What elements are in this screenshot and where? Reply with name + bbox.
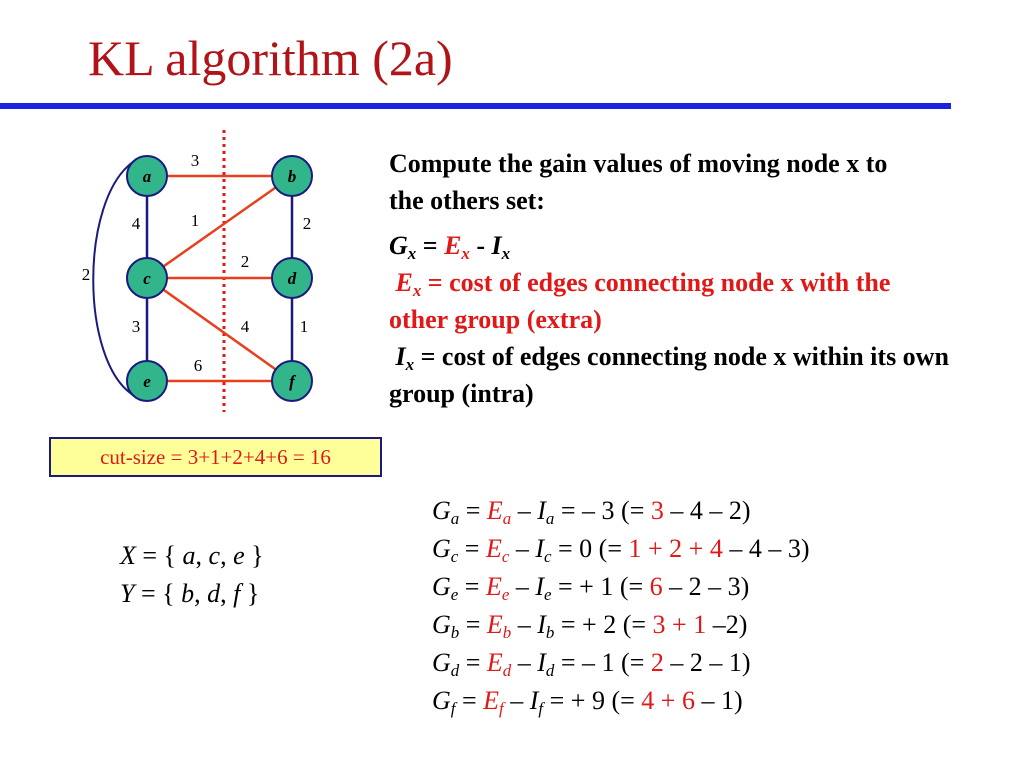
weight-b-d: 2 bbox=[303, 214, 312, 233]
edge-a-e bbox=[92, 161, 134, 396]
ix-definition: Ix = cost of edges connecting node x wit… bbox=[389, 342, 949, 408]
weight-e-f: 6 bbox=[194, 356, 203, 375]
intro-text: Compute the gain values of moving node x… bbox=[389, 149, 888, 215]
gain-description: Compute the gain values of moving node x… bbox=[389, 145, 949, 412]
weight-c-d: 2 bbox=[241, 252, 250, 271]
set-x: X = { a, c, e } bbox=[120, 541, 264, 570]
slide-title: KL algorithm (2a) bbox=[88, 30, 453, 86]
gain-list: Ga = Ea – Ia = – 3 (= 3 – 4 – 2) Gc = Ec … bbox=[432, 492, 810, 720]
cut-size-box: cut-size = 3+1+2+4+6 = 16 bbox=[49, 437, 382, 477]
ex-definition: Ex = cost of edges connecting node x wit… bbox=[389, 268, 891, 334]
weight-a-b: 3 bbox=[191, 151, 200, 170]
node-label-e: e bbox=[143, 372, 151, 391]
node-e bbox=[126, 360, 168, 402]
node-d bbox=[271, 257, 313, 299]
node-label-a: a bbox=[143, 167, 152, 186]
weight-d-f: 1 bbox=[300, 317, 309, 336]
edge-c-f bbox=[146, 276, 293, 383]
gain-row-f: Gf = Ef – If = + 9 (= 4 + 6 – 1) bbox=[432, 686, 743, 719]
weight-a-e: 2 bbox=[82, 265, 91, 284]
node-b bbox=[271, 155, 313, 197]
weight-c-b: 1 bbox=[191, 211, 200, 230]
gain-row-a: Ga = Ea – Ia = – 3 (= 3 – 4 – 2) bbox=[432, 496, 751, 529]
weight-c-f: 4 bbox=[241, 317, 250, 336]
node-label-c: c bbox=[143, 269, 151, 288]
gain-row-c: Gc = Ec – Ic = 0 (= 1 + 2 + 4 – 4 – 3) bbox=[432, 534, 810, 567]
weight-c-e: 3 bbox=[132, 317, 141, 336]
gain-row-d: Gd = Ed – Id = – 1 (= 2 – 2 – 1) bbox=[432, 648, 751, 681]
gain-row-b: Gb = Eb – Ib = + 2 (= 3 + 1 –2) bbox=[432, 610, 748, 643]
set-y: Y = { b, d, f } bbox=[120, 579, 260, 608]
node-f bbox=[271, 360, 313, 402]
node-label-f: f bbox=[289, 372, 297, 391]
title-underline bbox=[0, 103, 951, 109]
graph-diagram: 3 4 1 2 2 2 3 4 1 6 a b c d e f bbox=[82, 130, 313, 412]
weight-a-c: 4 bbox=[132, 214, 141, 233]
edge-c-b bbox=[146, 174, 293, 280]
gain-formula: Gx = Ex - Ix bbox=[389, 231, 511, 264]
node-a bbox=[126, 155, 168, 197]
gain-row-e: Ge = Ee – Ie = + 1 (= 6 – 2 – 3) bbox=[432, 572, 750, 605]
partition-sets: X = { a, c, e } Y = { b, d, f } bbox=[120, 537, 264, 613]
node-label-b: b bbox=[288, 167, 297, 186]
node-label-d: d bbox=[288, 269, 297, 288]
node-c bbox=[126, 257, 168, 299]
